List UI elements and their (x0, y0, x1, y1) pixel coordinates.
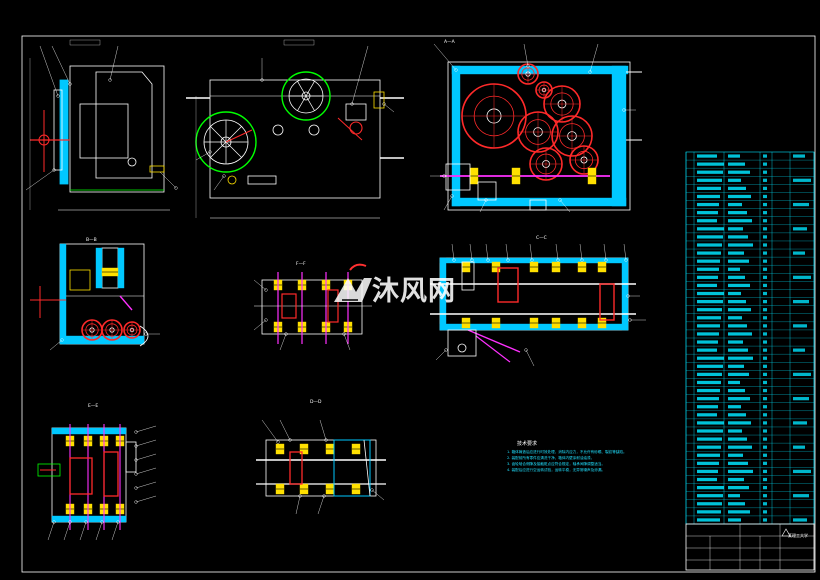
technical-requirement-line: 1. 箱体铸造后应进行时效处理，消除内应力，不允许有砂眼、裂纹等缺陷。 (507, 450, 627, 454)
lower-middle-section-view (256, 419, 386, 515)
gear-train-section-view (430, 43, 642, 213)
technical-requirement-line: 3. 齿轮啮合侧隙及接触斑点应符合规定，轴承间隙调整适当。 (507, 462, 606, 466)
watermark-text: 沐风网 (372, 276, 456, 307)
technical-requirement-line: 2. 装配前所有零件应清洗干净，箱体内壁涂耐油油漆。 (507, 456, 595, 460)
view-label-f-f: F—F (296, 262, 306, 267)
drawing-frame (21, 35, 816, 573)
view-label-b-b: B—B (86, 238, 97, 243)
view-label-a-a: A—A (444, 40, 455, 45)
parts-list-table (685, 151, 815, 525)
technical-requirement-line: 4. 装配后应进行空运转试验，运转平稳，无异常噪声及渗漏。 (507, 468, 606, 472)
technical-requirements-title: 技术要求 (517, 441, 538, 447)
gear-section-left-view (30, 243, 160, 351)
lower-left-section-view (37, 424, 157, 541)
front-elevation-view (186, 39, 404, 219)
mufeng-logo-icon (334, 263, 372, 302)
view-label-c-c: C—C (536, 236, 547, 241)
title-block (685, 523, 815, 571)
view-label-d-d: D—D (310, 400, 322, 405)
main-shaft-section-view (430, 243, 646, 367)
side-elevation-view (25, 39, 178, 211)
technical-requirements: 技术要求 1. 箱体铸造后应进行时效处理，消除内应力，不允许有砂眼、裂纹等缺陷。… (503, 441, 673, 501)
title-block-school-name: 某理工大学 (788, 533, 808, 538)
view-label-e-e: E—E (88, 404, 99, 409)
